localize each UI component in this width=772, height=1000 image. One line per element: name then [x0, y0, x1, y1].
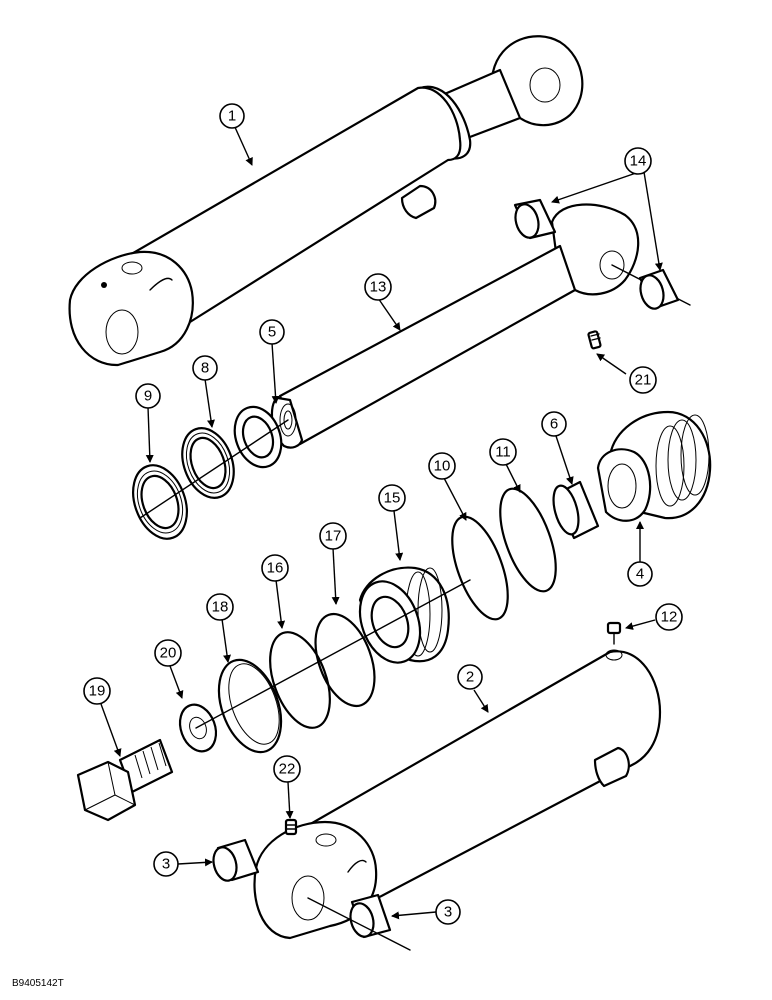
assembled-cylinder-part-1 — [68, 35, 584, 367]
svg-text:22: 22 — [279, 761, 296, 778]
svg-text:10: 10 — [434, 458, 451, 475]
svg-text:1: 1 — [228, 108, 236, 125]
callout-10: 10 — [428, 452, 456, 480]
svg-text:6: 6 — [550, 416, 558, 433]
barrel-part-2 — [253, 649, 662, 940]
callout-12: 12 — [655, 603, 683, 631]
svg-text:17: 17 — [325, 528, 342, 545]
callout-4: 4 — [627, 561, 653, 587]
wiper-seal-part-9 — [132, 464, 188, 540]
bleed-screw-part-12 — [606, 621, 622, 645]
gland-part-4 — [596, 410, 712, 522]
svg-text:9: 9 — [144, 388, 152, 405]
callout-21: 21 — [629, 366, 657, 394]
callout-14: 14 — [624, 147, 652, 175]
figure-code: B9405142T — [12, 978, 64, 989]
callout-15: 15 — [378, 484, 406, 512]
svg-text:19: 19 — [89, 683, 106, 700]
callout-11: 11 — [489, 438, 517, 466]
svg-text:13: 13 — [370, 279, 387, 296]
piston-part-15 — [358, 566, 450, 664]
svg-text:21: 21 — [635, 372, 652, 389]
bushing-part-14-right — [638, 268, 680, 310]
o-ring-part-10 — [451, 515, 509, 621]
wear-ring-part-6 — [552, 480, 600, 540]
bushing-part-3-left — [212, 838, 260, 882]
callout-3-right: 3 — [435, 899, 461, 925]
callout-leaders — [100, 124, 663, 920]
callout-18: 18 — [206, 593, 234, 621]
callout-13: 13 — [364, 273, 392, 301]
svg-text:20: 20 — [160, 645, 177, 662]
backup-ring-part-18 — [217, 658, 283, 754]
svg-text:3: 3 — [162, 856, 170, 873]
callout-6: 6 — [541, 411, 567, 437]
bolt-part-19 — [76, 738, 174, 822]
callout-19: 19 — [83, 677, 111, 705]
svg-text:2: 2 — [466, 669, 474, 686]
grease-fitting-part-22 — [284, 818, 298, 836]
o-ring-part-11 — [499, 487, 557, 593]
washer-part-20 — [178, 703, 218, 753]
grease-fitting-part-21 — [587, 330, 602, 350]
svg-text:12: 12 — [661, 609, 678, 626]
callout-9: 9 — [135, 383, 161, 409]
callout-3-left: 3 — [153, 851, 179, 877]
callout-17: 17 — [319, 522, 347, 550]
svg-text:3: 3 — [444, 904, 452, 921]
rod-assembly-part-13 — [270, 203, 691, 449]
seal-ring-part-17 — [314, 612, 376, 708]
bushing-part-14-left — [513, 198, 557, 240]
svg-text:16: 16 — [267, 560, 284, 577]
svg-text:4: 4 — [636, 566, 644, 583]
callout-22: 22 — [273, 755, 301, 783]
svg-text:11: 11 — [495, 444, 511, 461]
bushing-part-3-right — [349, 893, 392, 939]
svg-text:14: 14 — [630, 153, 647, 170]
seal-ring-part-16 — [269, 631, 331, 729]
callout-5: 5 — [259, 319, 285, 345]
callout-2: 2 — [457, 664, 483, 690]
svg-text:5: 5 — [268, 324, 276, 341]
callout-8: 8 — [192, 355, 218, 381]
svg-text:18: 18 — [212, 599, 229, 616]
svg-text:15: 15 — [384, 490, 401, 507]
callout-1: 1 — [219, 103, 245, 129]
ring-part-5 — [233, 405, 283, 469]
rod-seal-part-8 — [181, 427, 235, 499]
callout-20: 20 — [154, 639, 182, 667]
svg-text:8: 8 — [201, 360, 209, 377]
callout-16: 16 — [261, 554, 289, 582]
